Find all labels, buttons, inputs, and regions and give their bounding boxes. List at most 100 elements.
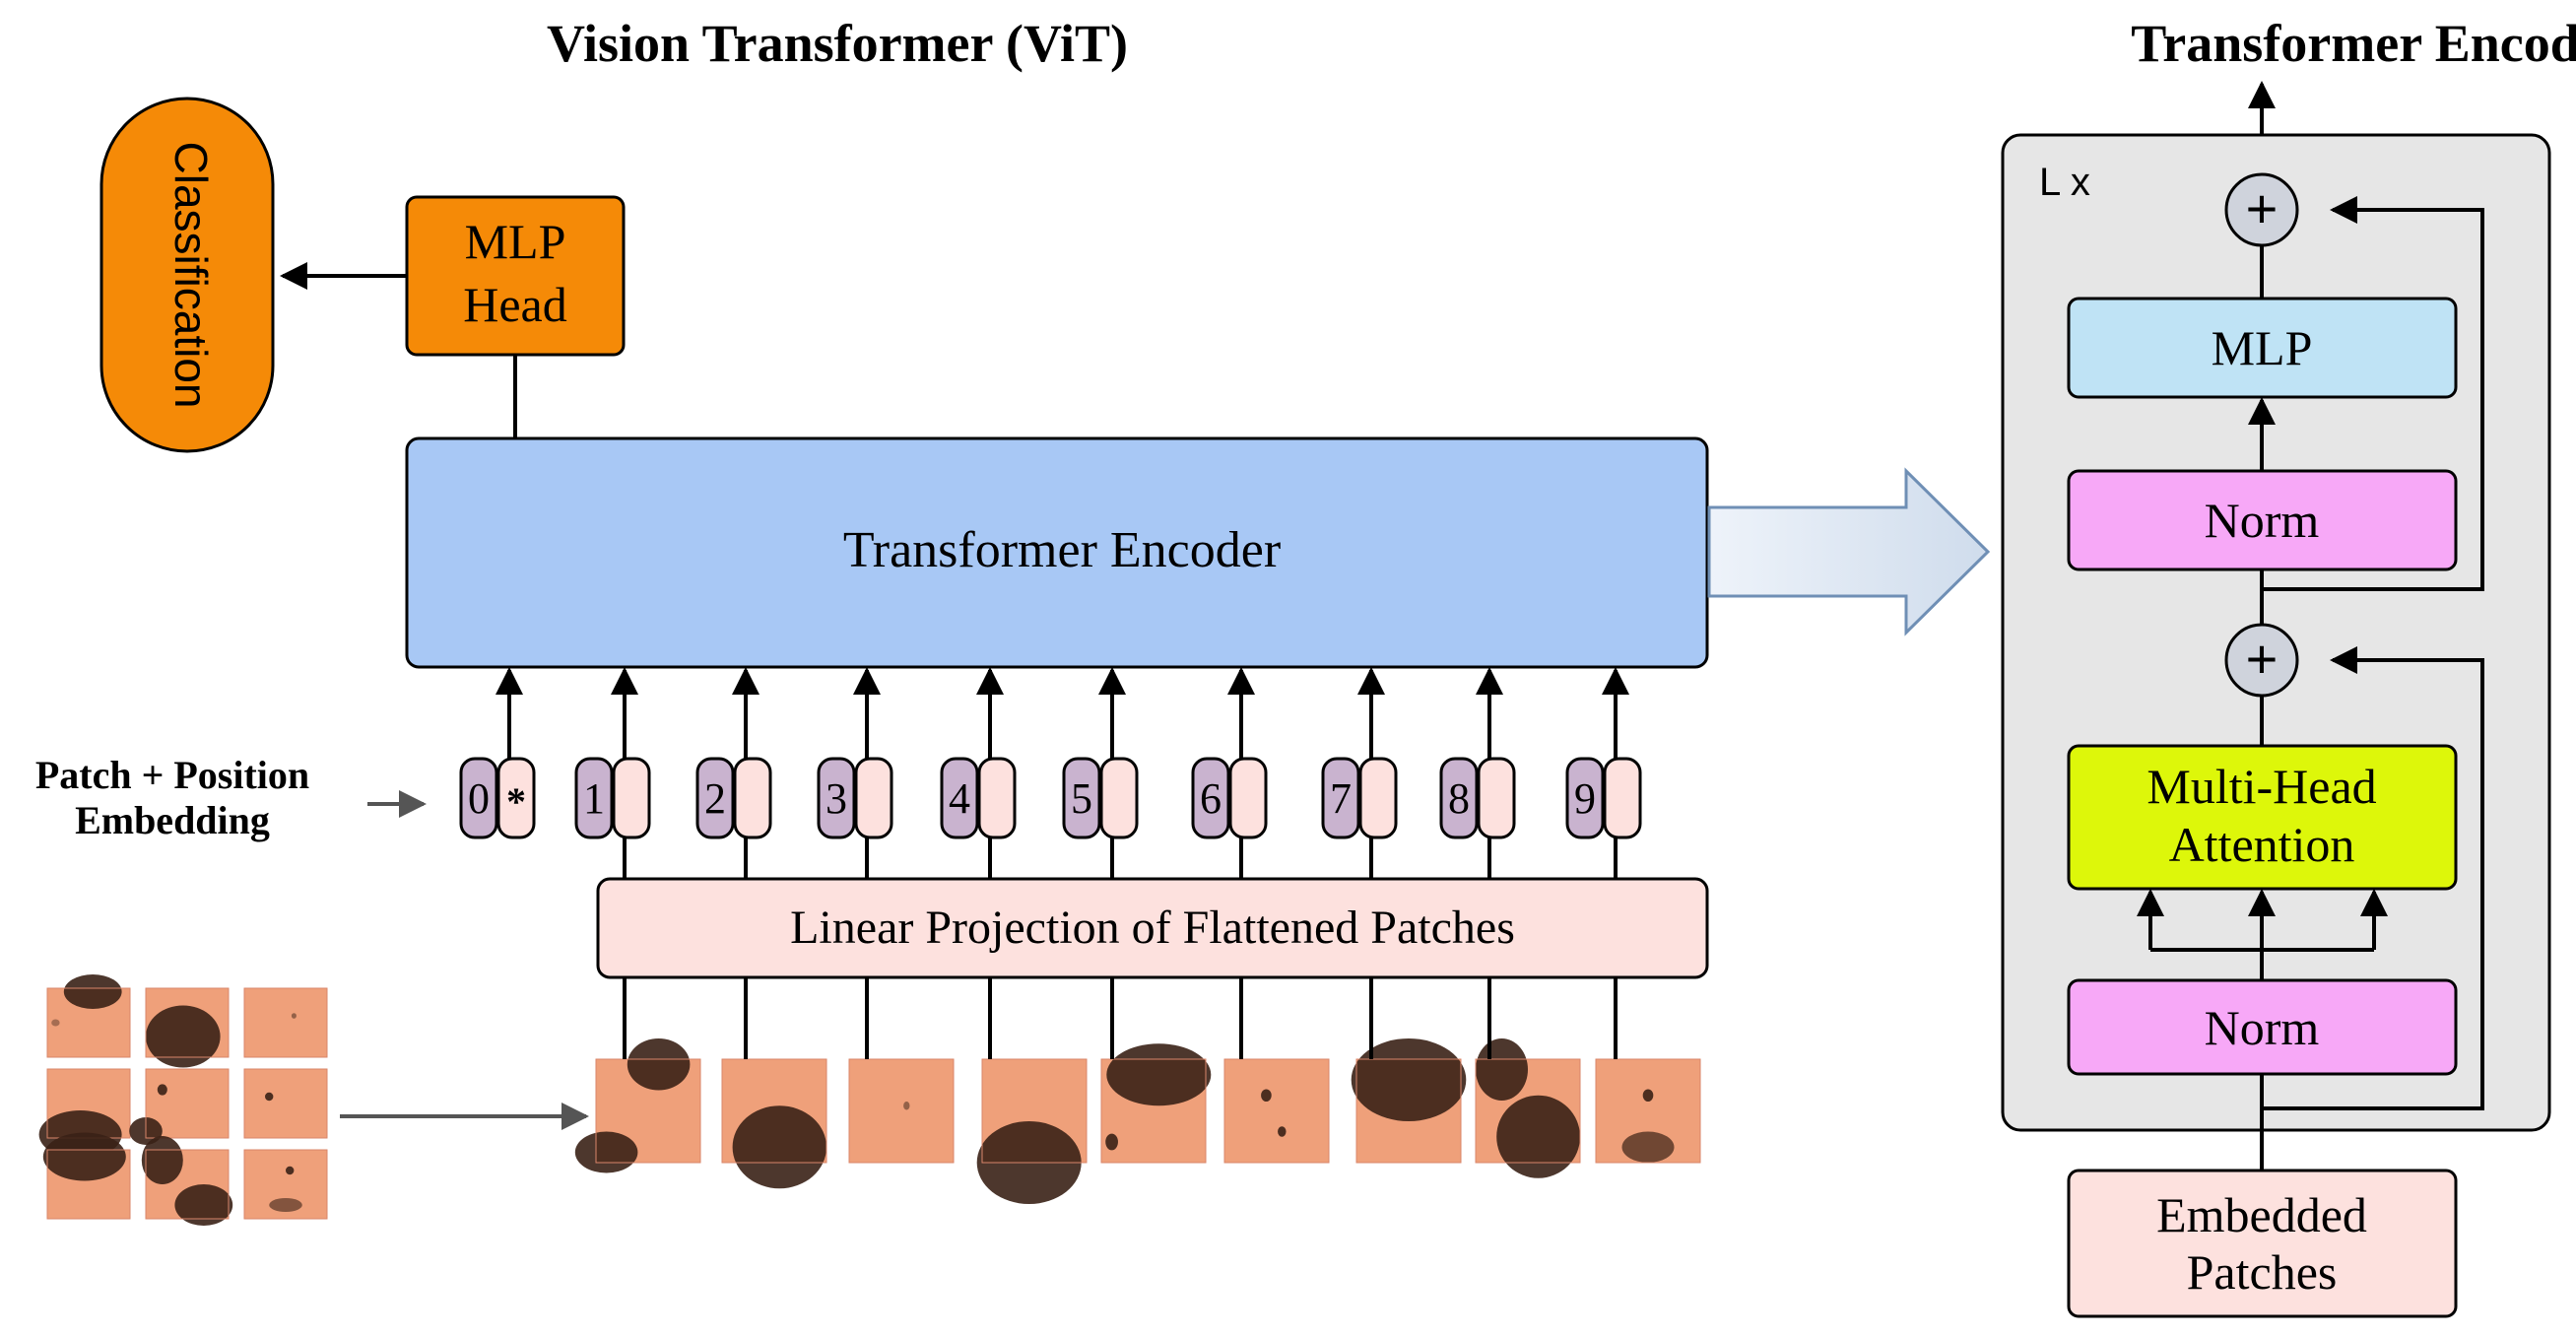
classification-label: Classification — [165, 142, 217, 409]
token-index-chip — [459, 757, 498, 839]
patch-border — [145, 987, 230, 1058]
token-index-chip — [1062, 757, 1101, 839]
patch-border — [243, 987, 328, 1058]
transformer-encoder-block: Transformer Encoder — [405, 436, 1709, 669]
token-index-chip — [1439, 757, 1479, 839]
source-patch-1 — [46, 974, 131, 1058]
token-index-label: 9 — [1574, 774, 1596, 823]
linear-projection-label: Linear Projection of Flattened Patches — [790, 902, 1515, 954]
token-embedding-chip — [733, 757, 772, 839]
token-embedding-chip — [496, 757, 536, 839]
patch-blob — [627, 1038, 691, 1091]
plus-symbol-bottom: + — [2246, 628, 2279, 690]
mlp-head-line-2: Head — [463, 277, 567, 332]
source-patch-2 — [145, 987, 230, 1068]
embedding-token-7: 7 — [1321, 667, 1398, 879]
sequence-patch-1 — [574, 1038, 701, 1173]
embedding-label-line-2: Embedding — [75, 798, 270, 842]
embedding-token-9: 9 — [1565, 667, 1642, 879]
patch-blob — [269, 1198, 302, 1212]
attention-line-2: Attention — [2169, 817, 2355, 872]
sequence-patch-4 — [976, 1058, 1088, 1204]
mlp-label: MLP — [2212, 320, 2313, 375]
embedding-token-5: 5 — [1062, 667, 1139, 879]
repeat-label: L x — [2039, 161, 2090, 204]
patch-blob — [51, 1019, 60, 1027]
class-token-symbol: * — [506, 779, 526, 824]
source-patch-5 — [129, 1068, 230, 1145]
patch-blob — [42, 1132, 126, 1181]
patch-border — [1475, 1058, 1581, 1164]
token-index-label: 6 — [1200, 774, 1222, 823]
vit-title: Vision Transformer (ViT) — [547, 14, 1128, 73]
norm-top-block: Norm — [2067, 469, 2458, 571]
patch-border — [1100, 1058, 1207, 1164]
embedded-patches-line-1: Embedded — [2156, 1187, 2367, 1242]
patch-border — [848, 1058, 955, 1164]
token-index-label: 8 — [1448, 774, 1470, 823]
source-patch-6 — [243, 1068, 328, 1139]
token-embedding-chip — [1099, 757, 1139, 839]
token-index-label: 2 — [704, 774, 726, 823]
token-index-chip — [1321, 757, 1360, 839]
mlp-head-node: MLP Head — [405, 195, 626, 357]
classification-shape — [99, 97, 275, 453]
patch-blob — [141, 1136, 183, 1184]
embedding-token-2: 2 — [695, 667, 772, 879]
patch-blob — [63, 974, 122, 1009]
patch-blob — [1106, 1043, 1212, 1106]
token-index-label: 4 — [949, 774, 970, 823]
sequence-patch-7 — [1351, 1038, 1467, 1164]
patch-blob — [157, 1084, 167, 1096]
sequence-patch-3 — [848, 1058, 955, 1164]
patch-border — [981, 1058, 1088, 1164]
patch-border — [145, 1149, 230, 1220]
token-index-chip — [817, 757, 856, 839]
patch-border — [46, 987, 131, 1058]
source-image-patches — [38, 974, 328, 1226]
patch-blob — [1642, 1089, 1654, 1103]
patch-blob — [1496, 1095, 1580, 1178]
token-index-label: 1 — [583, 774, 605, 823]
residual-add-top: + — [2224, 172, 2299, 247]
plus-symbol-top: + — [2246, 177, 2279, 239]
sequence-patch-6 — [1223, 1058, 1330, 1164]
token-index-label: 7 — [1330, 774, 1352, 823]
embedding-token-8: 8 — [1439, 667, 1516, 879]
patch-blob — [286, 1166, 295, 1175]
sequence-patch-2 — [721, 1058, 827, 1189]
patch-background — [849, 1059, 954, 1163]
token-embedding-chip — [977, 757, 1017, 839]
embedding-token-1: 1 — [574, 667, 651, 879]
embedding-token-4: 4 — [940, 667, 1017, 879]
transformer-encoder-box — [405, 436, 1709, 669]
patch-border — [46, 1149, 131, 1220]
source-patch-9 — [243, 1149, 328, 1220]
patch-border — [243, 1149, 328, 1220]
token-embedding-chip — [1228, 757, 1268, 839]
patch-background — [1224, 1059, 1329, 1163]
linear-projection-box — [596, 877, 1709, 979]
source-patch-8 — [141, 1136, 233, 1226]
multi-head-attention-block: Multi-Head Attention — [2067, 744, 2458, 891]
patch-blob — [1278, 1126, 1287, 1137]
token-index-chip — [940, 757, 979, 839]
patch-blob — [903, 1102, 910, 1110]
patch-blob — [1105, 1133, 1118, 1151]
norm-bottom-label: Norm — [2205, 1000, 2320, 1055]
classification-node: Classification — [99, 97, 275, 453]
patch-border — [721, 1058, 827, 1164]
mlp-block: MLP — [2067, 297, 2458, 399]
token-embedding-chip — [1603, 757, 1642, 839]
residual-top-path — [2262, 196, 2484, 591]
residual-bottom-path — [2262, 646, 2484, 1110]
token-index-chip — [695, 757, 735, 839]
expand-arrow — [1707, 467, 1991, 636]
token-index-chip — [1565, 757, 1605, 839]
token-index-label: 5 — [1071, 774, 1092, 823]
patch-blob — [174, 1184, 233, 1226]
token-index-chip — [1191, 757, 1230, 839]
norm-bottom-block: Norm — [2067, 978, 2458, 1076]
